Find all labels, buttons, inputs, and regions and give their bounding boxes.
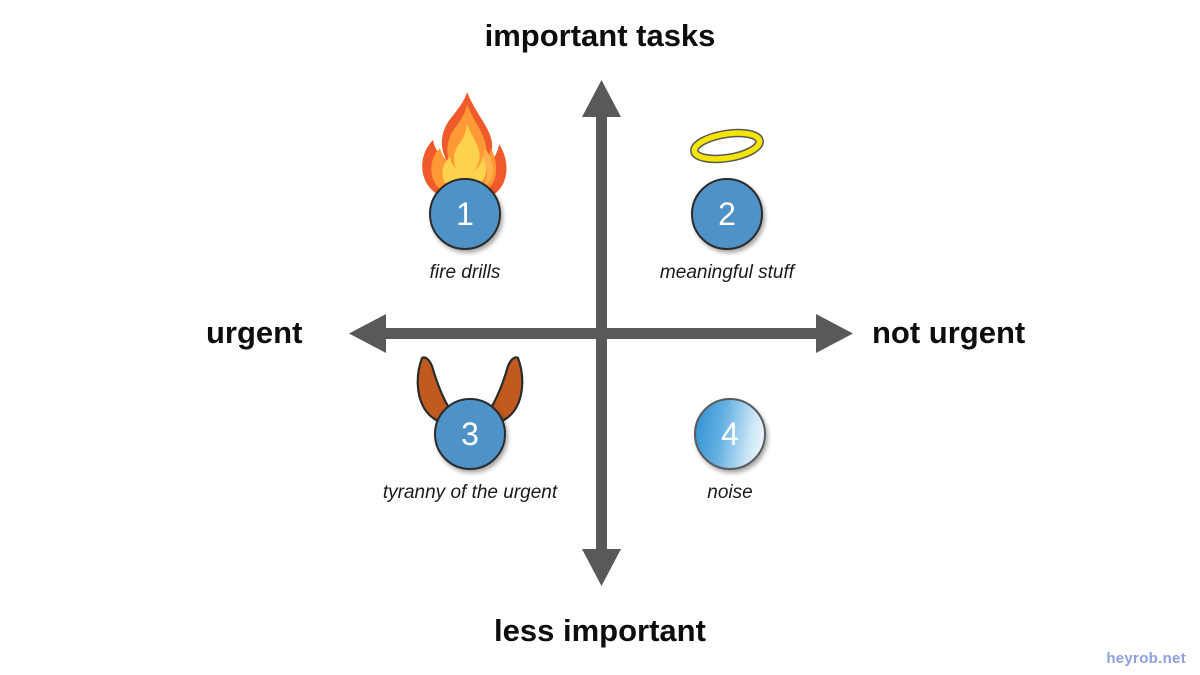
halo-icon bbox=[690, 128, 764, 164]
horizontal-axis-shaft bbox=[378, 328, 824, 339]
arrowhead-up-icon bbox=[582, 80, 621, 117]
quadrant-1-caption: fire drills bbox=[429, 262, 501, 283]
quadrant-4-number: 4 bbox=[721, 416, 739, 452]
quadrant-2-number: 2 bbox=[718, 196, 736, 232]
axis-label-less-important: less important bbox=[494, 613, 706, 648]
quadrant-3-number: 3 bbox=[461, 416, 479, 452]
flame-icon bbox=[422, 92, 507, 202]
arrowhead-down-icon bbox=[582, 549, 621, 586]
quadrant-2-badge: 2 bbox=[691, 178, 763, 250]
quadrant-2-caption: meaningful stuff bbox=[659, 262, 795, 283]
arrowhead-right-icon bbox=[816, 314, 853, 353]
quadrant-urgent-important: 1 fire drills bbox=[350, 92, 580, 284]
quadrant-2-graphic: 2 bbox=[612, 120, 842, 250]
quadrant-4-badge: 4 bbox=[694, 398, 766, 470]
watermark: heyrob.net bbox=[1106, 650, 1186, 667]
quadrant-4-caption: noise bbox=[707, 482, 753, 503]
quadrant-noturgent-important: 2 meaningful stuff bbox=[612, 120, 842, 284]
quadrant-3-caption: tyranny of the urgent bbox=[382, 482, 558, 503]
quadrant-3-badge: 3 bbox=[434, 398, 506, 470]
quadrant-4-graphic: 4 bbox=[615, 340, 845, 470]
quadrant-1-number: 1 bbox=[456, 196, 474, 232]
quadrant-1-badge: 1 bbox=[429, 178, 501, 250]
quadrant-1-graphic: 1 bbox=[350, 92, 580, 250]
axis-label-not-urgent: not urgent bbox=[872, 315, 1026, 350]
arrowhead-left-icon bbox=[349, 314, 386, 353]
quadrant-noturgent-lessimportant: 4 noise bbox=[615, 340, 845, 504]
quadrant-3-graphic: 3 bbox=[355, 340, 585, 470]
axis-label-urgent: urgent bbox=[206, 315, 303, 350]
axis-label-important-tasks: important tasks bbox=[484, 18, 716, 53]
quadrant-urgent-lessimportant: 3 tyranny of the urgent bbox=[355, 340, 585, 504]
